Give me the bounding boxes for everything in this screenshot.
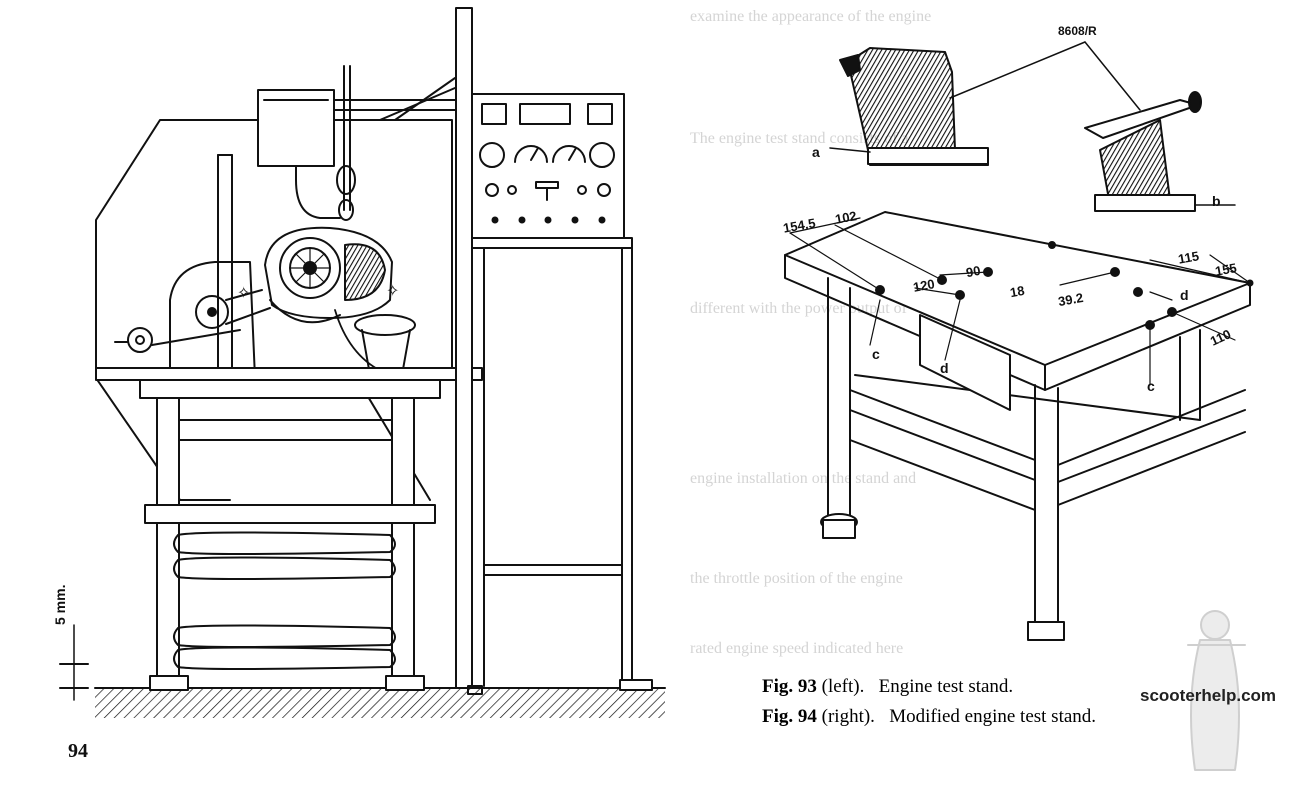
callout-d-left: d [940, 360, 949, 376]
callout-a: a [812, 144, 820, 160]
svg-text:✧: ✧ [237, 283, 250, 302]
callout-b: b [1212, 193, 1221, 209]
engine-unit [264, 226, 393, 324]
svg-text:✧: ✧ [386, 281, 399, 300]
callout-c-right: c [1147, 378, 1155, 394]
figure-number: Fig. 94 [762, 706, 817, 727]
scale-label: 5 mm. [52, 584, 68, 625]
fixture-a [829, 47, 989, 166]
dimension-label: 18 [1008, 282, 1026, 301]
figure-93-caption: Fig. 93 (left). Engine test stand. [762, 676, 1013, 698]
scooter-logo-icon [1187, 610, 1246, 771]
fig93-engine-test-stand-drawing: ✧ ✧ [59, 7, 666, 718]
fixture-b [1084, 91, 1236, 212]
figure-number: Fig. 93 [762, 676, 817, 697]
figure-position: (right). [821, 706, 875, 727]
fig94-modified-test-stand-drawing [784, 41, 1254, 641]
figure-title: Engine test stand. [878, 676, 1014, 697]
figure-94-caption: Fig. 94 (right). Modified engine test st… [762, 706, 1096, 728]
callout-d-right: d [1180, 287, 1189, 303]
page-number: 94 [68, 740, 88, 762]
figure-title: Modified engine test stand. [889, 706, 1097, 727]
watermark-text: scooterhelp.com [1140, 686, 1277, 705]
tool-reference-label: 8608/R [1058, 24, 1097, 38]
dimension-label: 90 [964, 262, 982, 281]
callout-c-left: c [872, 346, 880, 362]
figure-position: (left). [821, 676, 865, 697]
